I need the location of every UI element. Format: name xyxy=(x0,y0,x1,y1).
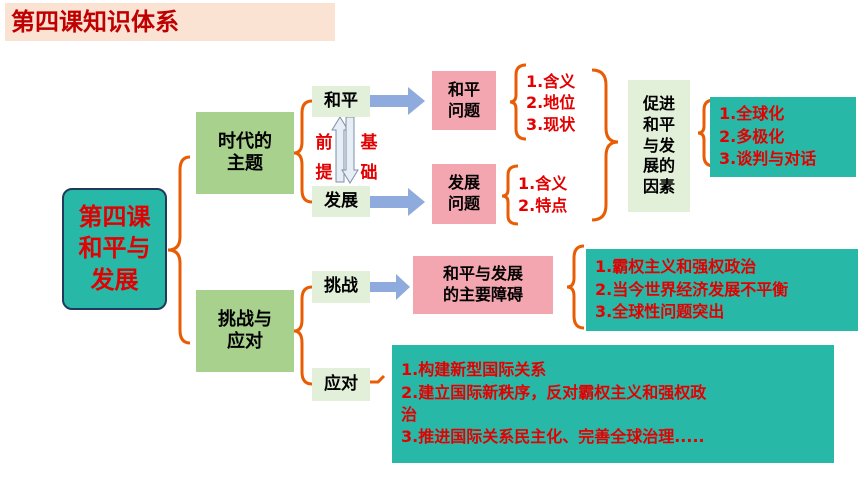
arrow-development xyxy=(370,188,425,216)
root-line1: 第四课 xyxy=(78,203,151,232)
obstacle-item-2: 2.当今世界经济发展不平衡 xyxy=(595,279,789,299)
arrow-down xyxy=(341,116,359,184)
arrow-challenge xyxy=(370,274,410,300)
challenge-response-node[interactable]: 挑战与 应对 xyxy=(196,290,294,372)
dev-points-brace xyxy=(501,164,519,226)
obstacle-item-3: 3.全球性问题突出 xyxy=(595,302,725,322)
factors-brace xyxy=(591,68,619,222)
challenge-brace xyxy=(293,285,313,386)
theme-node[interactable]: 时代的 主题 xyxy=(196,112,294,194)
development-points: 1.含义 2.特点 xyxy=(514,166,590,224)
factor-item-3: 3.谈判与对话 xyxy=(719,149,817,169)
response-item-3: 3.推进国际关系民主化、完善全球治理..... xyxy=(401,427,705,447)
peace-node[interactable]: 和平 xyxy=(312,86,370,117)
factor-item-2: 2.多极化 xyxy=(719,126,785,146)
obstacles-node[interactable]: 和平与发展 的主要障碍 xyxy=(413,256,553,314)
peace-issue-node[interactable]: 和平 问题 xyxy=(432,71,496,130)
response-item-1: 1.构建新型国际关系 xyxy=(401,360,547,380)
obstacle-items: 1.霸权主义和强权政治 2.当今世界经济发展不平衡 3.全球性问题突出 xyxy=(586,249,858,331)
dev-point-2: 2.特点 xyxy=(518,196,568,215)
response-link xyxy=(366,374,386,384)
root-line3: 发展 xyxy=(90,265,139,294)
root-brace xyxy=(167,155,191,345)
page-title: 第四课知识体系 xyxy=(5,3,335,41)
response-items: 1.构建新型国际关系 2.建立国际新秩序，反对霸权主义和强权政 治 3.推进国际… xyxy=(392,345,834,463)
response-item-2: 2.建立国际新秩序，反对霸权主义和强权政 xyxy=(401,382,707,402)
theme-label-line1: 时代的 xyxy=(218,130,272,152)
root-node[interactable]: 第四课 和平与 发展 xyxy=(62,188,167,310)
basis-label: 基 础 xyxy=(360,133,378,183)
challenge-label-line1: 挑战与 xyxy=(218,308,272,330)
obstacle-items-brace xyxy=(566,244,585,330)
theme-label-line2: 主题 xyxy=(227,153,263,174)
arrow-peace xyxy=(370,87,425,115)
factor-item-1: 1.全球化 xyxy=(719,104,785,124)
peace-points-brace xyxy=(509,63,527,141)
challenge-node[interactable]: 挑战 xyxy=(312,271,370,303)
theme-brace xyxy=(293,99,313,204)
root-line2: 和平与 xyxy=(78,234,151,263)
obstacle-item-1: 1.霸权主义和强权政治 xyxy=(595,257,757,277)
response-item-2-cont: 治 xyxy=(401,405,418,424)
challenge-label-line2: 应对 xyxy=(227,331,263,352)
dev-point-1: 1.含义 xyxy=(518,174,568,194)
response-node[interactable]: 应对 xyxy=(312,368,370,401)
peace-point-3: 3.现状 xyxy=(526,114,576,134)
factor-items: 1.全球化 2.多极化 3.谈判与对话 xyxy=(710,97,856,177)
development-issue-node[interactable]: 发展 问题 xyxy=(432,164,496,224)
peace-point-1: 1.含义 xyxy=(526,71,576,91)
peace-points: 1.含义 2.地位 3.现状 xyxy=(522,64,600,142)
development-node[interactable]: 发展 xyxy=(312,186,370,217)
factor-items-brace xyxy=(697,98,715,168)
factors-node[interactable]: 促进 和平 与发 展的 因素 xyxy=(628,80,690,212)
premise-label: 前 提 xyxy=(315,133,333,183)
peace-point-2: 2.地位 xyxy=(526,93,576,113)
